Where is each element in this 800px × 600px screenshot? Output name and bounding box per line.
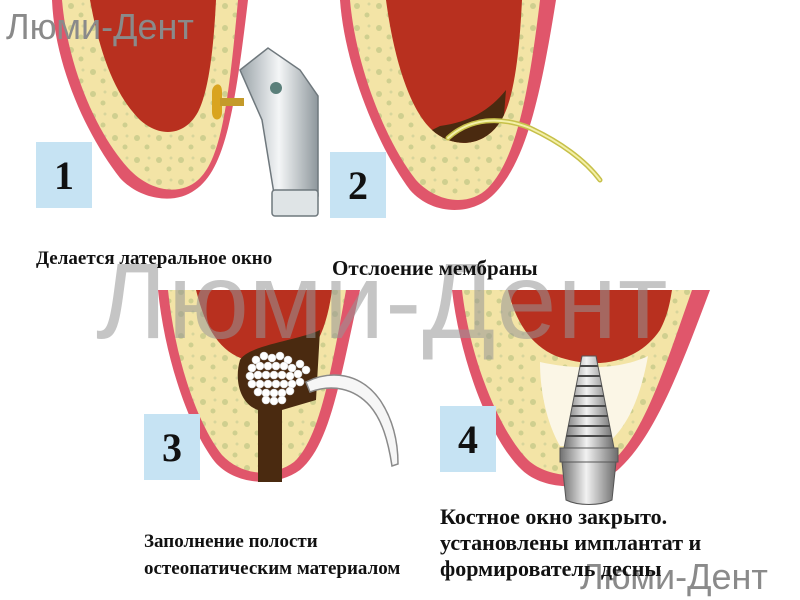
step-2-caption: Отслоение мембраны — [332, 256, 538, 280]
step-4-caption-line-1: Костное окно закрыто. — [440, 504, 668, 529]
panel-1-illustration — [52, 0, 319, 217]
step-4-number: 4 — [440, 406, 496, 472]
maxillary-sinus — [508, 290, 672, 364]
step-3-caption-line-1: Заполнение полости — [144, 531, 318, 552]
handpiece-base — [271, 189, 319, 217]
maxillary-sinus — [386, 0, 522, 143]
step-3-number: 3 — [144, 414, 200, 480]
maxillary-sinus — [90, 0, 216, 132]
bur-shaft — [220, 98, 244, 106]
panel-2-illustration — [340, 0, 603, 210]
graft-spatula — [305, 374, 399, 467]
step-4-caption-line-2: установлены имплантат и — [440, 530, 702, 555]
step-3-caption: Заполнение полости остеопатическим матер… — [144, 528, 400, 582]
implant — [559, 355, 619, 505]
dental-handpiece — [239, 47, 319, 207]
graft-granules — [245, 351, 311, 406]
panel-4-illustration — [452, 290, 710, 505]
bur-head — [212, 84, 222, 120]
handpiece-button — [270, 82, 282, 94]
membrane-elevator-highlight — [447, 119, 601, 181]
step-3-caption-line-2: остеопатическим материалом — [144, 558, 401, 579]
panel-3-illustration — [158, 290, 399, 482]
step-1-caption: Делается латеральное окно — [36, 248, 273, 269]
step-4-caption-line-3: формирователь десны — [440, 556, 662, 581]
step-4-caption: Костное окно закрыто. установлены имплан… — [440, 504, 701, 582]
step-1-number: 1 — [36, 142, 92, 208]
step-2-number: 2 — [330, 152, 386, 218]
healing-abutment — [561, 461, 617, 505]
elevated-membrane — [432, 90, 506, 143]
